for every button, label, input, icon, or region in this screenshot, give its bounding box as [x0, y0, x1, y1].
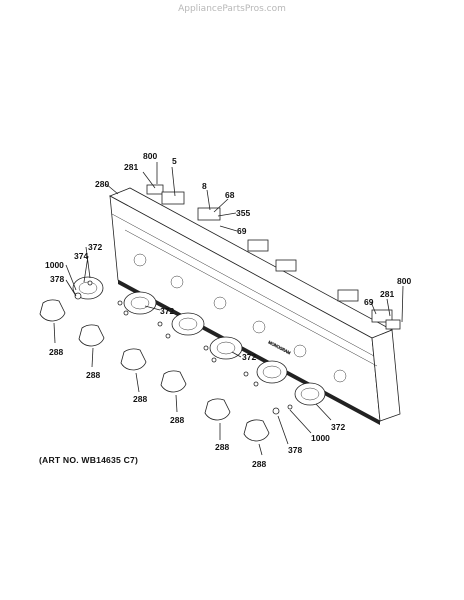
callout-374: 374	[74, 251, 88, 261]
art-number: (ART NO. WB14635 C7)	[39, 455, 139, 465]
watermark: AppliancePartsPros.com	[178, 4, 286, 14]
callout-800: 800	[143, 151, 157, 161]
callout-378: 378	[50, 274, 64, 284]
bezel	[72, 276, 326, 406]
callout-355: 355	[236, 208, 250, 218]
screw	[74, 280, 293, 415]
callout-372: 372	[331, 422, 345, 432]
callout-281: 281	[380, 289, 394, 299]
switch-bracket	[146, 184, 401, 330]
callout-1000: 1000	[311, 433, 330, 443]
callout-378: 378	[288, 445, 302, 455]
callout-288: 288	[215, 442, 229, 452]
callout-288: 288	[86, 370, 100, 380]
callout-288: 288	[133, 394, 147, 404]
callout-372: 372	[242, 352, 256, 362]
callout-288: 288	[252, 459, 266, 469]
callout-288: 288	[49, 347, 63, 357]
callout-372: 372	[88, 242, 102, 252]
callout-68: 68	[225, 190, 235, 200]
knob	[39, 299, 270, 442]
leader-lines	[53, 162, 404, 456]
callout-800: 800	[397, 276, 411, 286]
callout-69: 69	[237, 226, 247, 236]
callout-281: 281	[124, 162, 138, 172]
callout-5: 5	[172, 156, 177, 166]
callout-288: 288	[170, 415, 184, 425]
callout-69: 69	[364, 297, 374, 307]
callout-8: 8	[202, 181, 207, 191]
callouts: 800 5 281 280 8 68 355 69 372 374 1000 3…	[45, 151, 411, 469]
callout-280: 280	[95, 179, 109, 189]
callout-1000: 1000	[45, 260, 64, 270]
callout-372: 372	[160, 306, 174, 316]
